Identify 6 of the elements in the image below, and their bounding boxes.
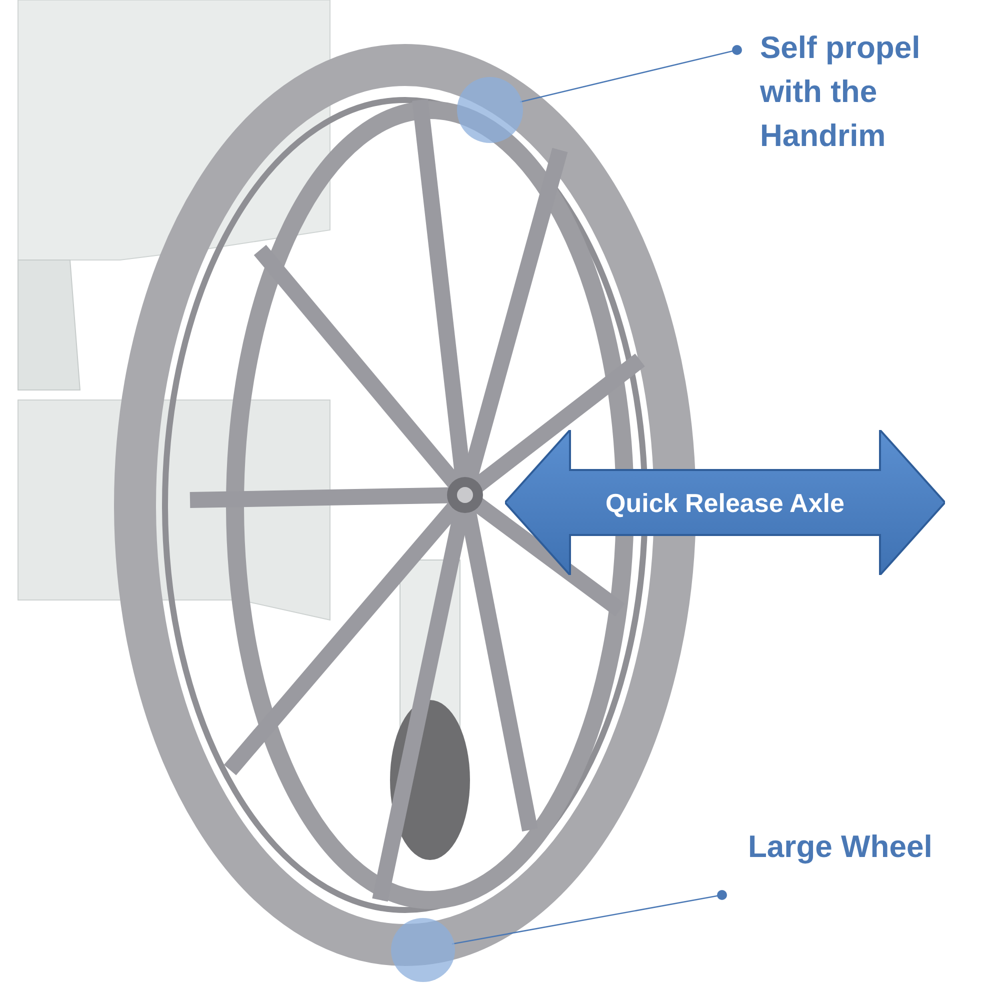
double-arrow [505, 430, 945, 575]
arrow-label: Quick Release Axle [604, 486, 846, 518]
leader-line [452, 890, 727, 945]
leader-line [520, 45, 742, 103]
callout-label: Self propel with the Handrim [760, 26, 990, 158]
callout-label: Large Wheel [748, 825, 948, 869]
